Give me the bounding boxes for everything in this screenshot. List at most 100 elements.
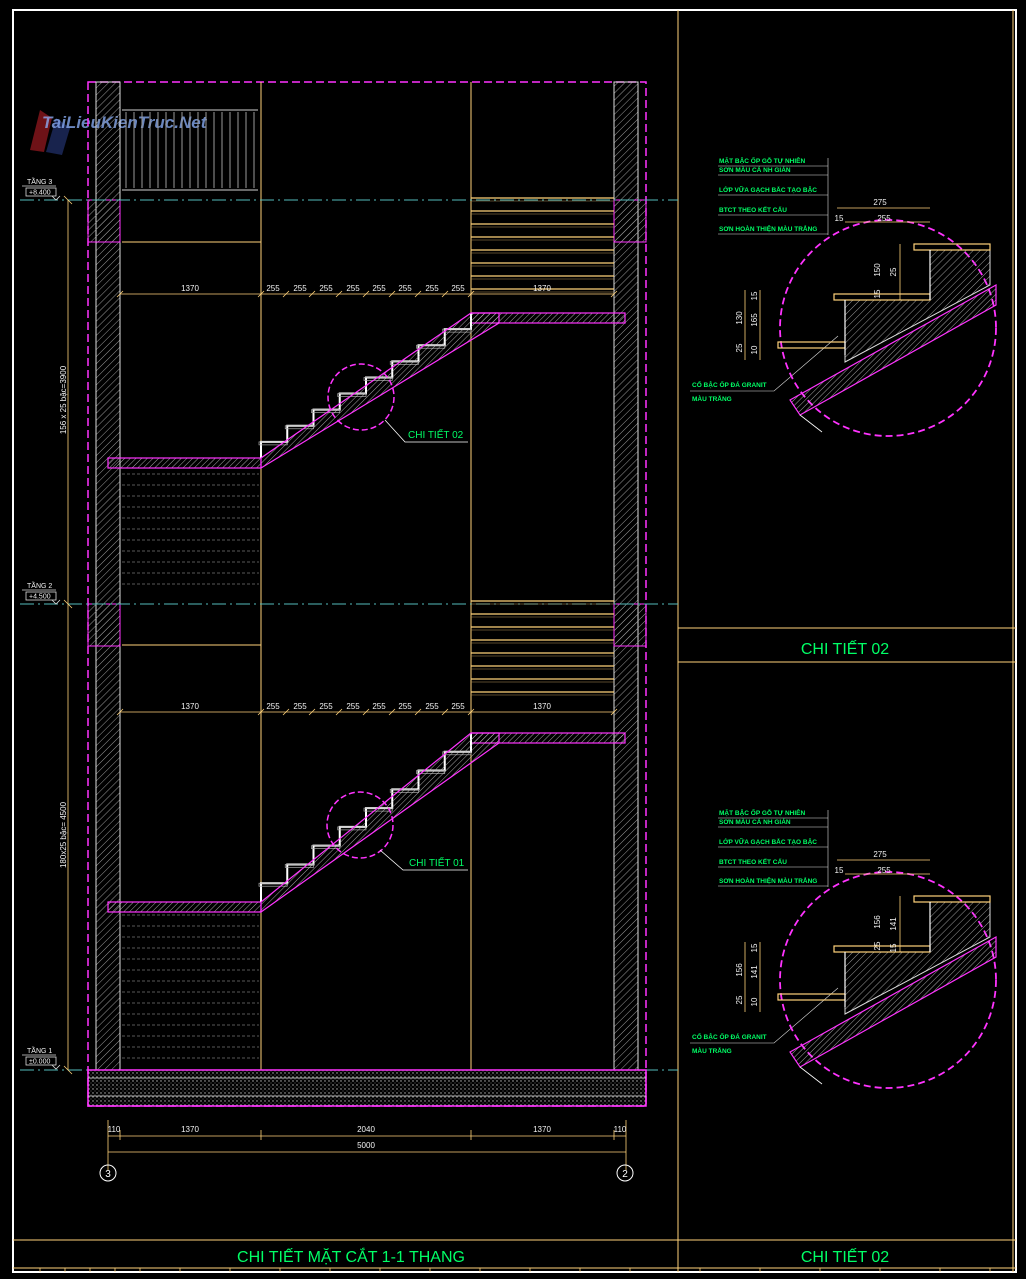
grid-axis-3-label: 3 <box>105 1169 111 1180</box>
dim-seg-4: 1370 <box>533 1125 551 1134</box>
detail-slab <box>789 935 997 1068</box>
dim-seg-5: 110 <box>614 1125 627 1134</box>
detail-dim-15: 15 <box>835 866 844 875</box>
dim-tick <box>362 290 370 298</box>
dim-tick <box>388 290 396 298</box>
dim-tick <box>362 708 370 716</box>
level-2-name: TẦNG 2 <box>27 580 52 590</box>
detail-dim-side: 25 <box>889 267 898 276</box>
dim-tick <box>414 290 422 298</box>
dim-tread: 255 <box>346 702 360 711</box>
step-dim-lines <box>120 293 614 713</box>
detail-dim-side: 165 <box>750 313 759 327</box>
dim-tread: 255 <box>319 702 333 711</box>
detail-note: SƠN MÀU CÁ NH GIÁN <box>719 817 791 826</box>
detail-dim-255: 255 <box>877 866 891 875</box>
detail-dim-side: 156 <box>735 963 744 977</box>
detail-slab-end <box>799 414 823 433</box>
riser-leader <box>690 987 839 1044</box>
dim-tread: 255 <box>398 702 412 711</box>
detail-tread-lower <box>777 993 846 1001</box>
grid-axis-2-label: 2 <box>622 1169 628 1180</box>
dim-tread: 255 <box>425 284 439 293</box>
dim-tick <box>282 290 290 298</box>
stair-flight-upper <box>107 312 626 470</box>
dim-tick <box>257 708 265 716</box>
slab-level-3 <box>20 199 678 243</box>
dim-tick <box>308 708 316 716</box>
detail-note: BTCT THEO KẾT CẤU <box>719 204 787 214</box>
dim-tick <box>610 290 618 298</box>
level-marker-2: TẦNG 2 +4.500 <box>22 580 61 605</box>
detail-note: BTCT THEO KẾT CẤU <box>719 856 787 866</box>
detail-dim-side: 10 <box>750 345 759 354</box>
level-3-elevation: +8.400 <box>29 190 51 197</box>
detail-note: LỚP VỮA GẠCH BẮC TẠO BẬC <box>719 837 817 846</box>
level-marker-1: TẦNG 1 ±0.000 <box>22 1045 61 1070</box>
riser-note: CỔ BẬC ỐP ĐÁ GRANIT <box>692 1031 767 1041</box>
dim-tick <box>441 290 449 298</box>
detail-dim-side: 15 <box>889 943 898 952</box>
dim-tick <box>257 290 265 298</box>
title-block-strip <box>39 1268 991 1272</box>
dim-tread: 255 <box>266 284 280 293</box>
dim-end: 1370 <box>533 284 551 293</box>
riser-leader <box>690 335 839 392</box>
dim-tick <box>282 708 290 716</box>
detail-dim-side: 25 <box>735 343 744 352</box>
detail-dim-side: 141 <box>750 965 759 979</box>
right-wall <box>613 81 639 1071</box>
grid-axis-3: 3 <box>99 1164 117 1182</box>
callout-lower: CHI TIẾT 01 <box>326 791 468 871</box>
detail-tread-lower <box>777 341 846 349</box>
detail-slab-end <box>799 1066 823 1085</box>
riser-note: MÀU TRẮNG <box>692 1046 732 1055</box>
dim-total: 5000 <box>357 1141 375 1150</box>
detail-slab <box>789 283 997 416</box>
dim-tread: 255 <box>293 284 307 293</box>
sloped-slab <box>260 312 500 470</box>
detail-dim-275: 275 <box>873 198 887 207</box>
callout-upper: CHI TIẾT 02 <box>327 363 468 443</box>
level-2-elevation: +4.500 <box>29 594 51 601</box>
dim-landing: 1370 <box>181 702 199 711</box>
balustrade <box>122 109 258 191</box>
landing-slab-lower <box>107 901 262 913</box>
dim-tread: 255 <box>372 702 386 711</box>
dim-tread: 255 <box>425 702 439 711</box>
detail-dim-side: 15 <box>750 291 759 300</box>
dim-tick <box>441 708 449 716</box>
detail-dim-side: 10 <box>750 997 759 1006</box>
dim-seg-3: 2040 <box>357 1125 375 1134</box>
dim-seg-1: 110 <box>108 1125 121 1134</box>
detail-tread-upper <box>913 895 991 903</box>
watermark-text: TaiLieuKienTruc.Net <box>42 113 208 132</box>
dim-tread: 255 <box>346 284 360 293</box>
slab-ground <box>20 1069 678 1107</box>
detail-note: SƠN HOÀN THIỆN MÀU TRẮNG <box>719 876 817 885</box>
dim-tick <box>308 290 316 298</box>
detail-dim-side: 150 <box>873 263 882 277</box>
dim-tick <box>414 708 422 716</box>
detail-dim-15: 15 <box>835 214 844 223</box>
detail-tread-top <box>833 293 931 301</box>
detail-dim-side: 141 <box>889 917 898 931</box>
callout-upper-label: CHI TIẾT 02 <box>408 428 464 441</box>
grid-axis-2: 2 <box>616 1164 634 1182</box>
callout-lower-label: CHI TIẾT 01 <box>409 856 465 869</box>
grid-lines <box>122 82 472 1070</box>
dim-tread: 255 <box>266 702 280 711</box>
level-1-name: TẦNG 1 <box>27 1045 52 1055</box>
dim-tread: 255 <box>451 284 465 293</box>
dim-tick <box>467 708 475 716</box>
treads-beyond-upper <box>471 197 614 293</box>
dim-tick <box>467 290 475 298</box>
landing-beyond-upper <box>122 473 259 585</box>
stair-flight-lower <box>107 732 626 914</box>
detail-dim-275: 275 <box>873 850 887 859</box>
